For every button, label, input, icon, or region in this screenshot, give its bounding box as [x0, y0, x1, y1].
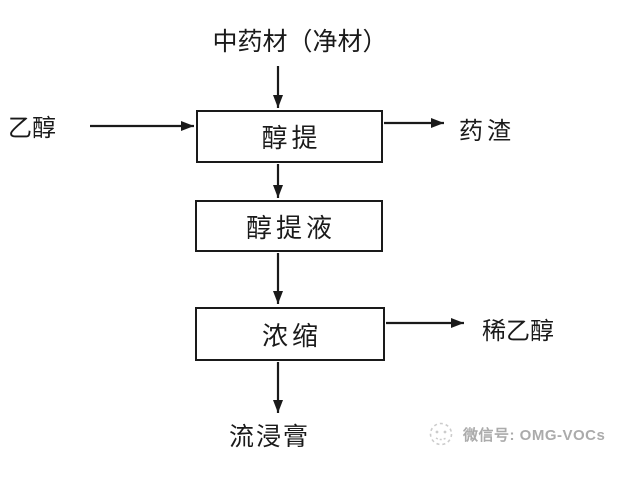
node-source-material: 中药材（净材） [212, 28, 388, 56]
node-concentration-box: 浓缩 [195, 307, 385, 361]
watermark-text: 微信号: OMG-VOCs [463, 426, 606, 444]
label-fluid-extract-output: 流浸膏 [229, 423, 311, 451]
node-alcohol-extraction-label: 醇提 [261, 123, 322, 153]
node-alcohol-extraction-box: 醇提 [196, 110, 383, 163]
label-dilute-ethanol-output: 稀乙醇 [482, 318, 554, 345]
node-extract-liquid-label: 醇提液 [245, 212, 336, 243]
label-drug-residue-output: 药渣 [459, 118, 515, 145]
node-concentration-label: 浓缩 [261, 320, 322, 351]
label-ethanol-input: 乙醇 [8, 115, 56, 142]
watermark: 微信号: OMG-VOCs [426, 420, 605, 448]
watermark-logo-icon [429, 422, 453, 446]
node-extract-liquid-box: 醇提液 [195, 200, 383, 252]
